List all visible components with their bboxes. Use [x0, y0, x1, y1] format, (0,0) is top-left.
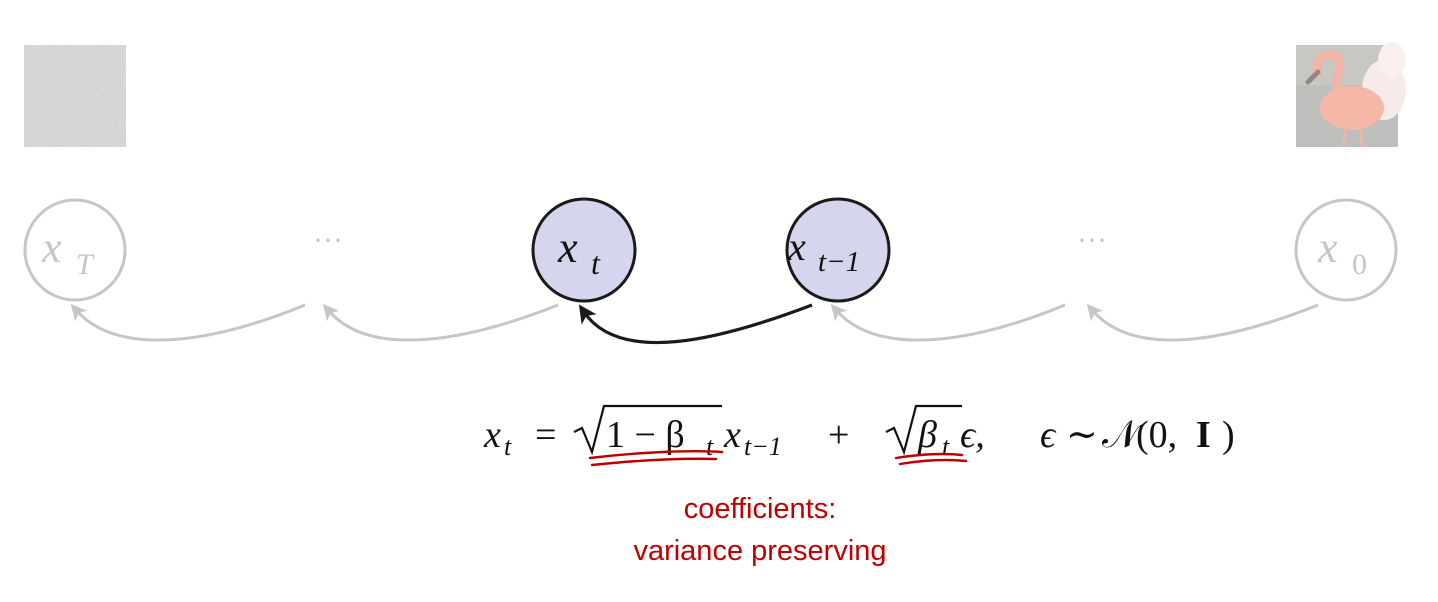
- arrow-dots-left-to-xT: [70, 303, 306, 342]
- eq-normal-close: ): [1222, 414, 1235, 456]
- node-xT-base: x: [41, 223, 62, 272]
- arrow-xt-to-dots-left: [322, 303, 559, 342]
- coefficient-underlines: [588, 450, 968, 467]
- arrow-xtm1-to-xt: [578, 303, 813, 345]
- eq-sqrt1-content: 1 − β: [606, 414, 685, 456]
- eq-noise-eps: ϵ: [1040, 414, 1057, 456]
- node-x0: x 0: [1294, 198, 1398, 302]
- eq-normal-open: (0,: [1136, 414, 1177, 456]
- node-xt-base: x: [557, 223, 578, 272]
- arrow-x0-to-dots-right: [1086, 303, 1319, 342]
- eq-term1: x: [723, 414, 741, 456]
- eq-normal: 𝒩: [1102, 414, 1144, 456]
- node-xt: x t: [531, 197, 637, 303]
- node-xT: x T: [23, 198, 127, 302]
- underline-sqrt1: [588, 450, 724, 467]
- eq-sqrt1-sub: t: [706, 432, 714, 461]
- dots-left: ···: [313, 224, 343, 257]
- arrow-dots-right-to-xtm1: [830, 303, 1066, 342]
- node-x0-sub: 0: [1352, 248, 1367, 281]
- eq-plus: +: [828, 414, 849, 456]
- underline-sqrt2: [894, 452, 968, 466]
- node-xT-sub: T: [76, 248, 95, 281]
- eq-lhs: x: [483, 414, 501, 456]
- eq-equals: =: [535, 414, 556, 456]
- node-xtm1-base: x: [787, 224, 806, 269]
- annotation-line1: coefficients:: [683, 493, 837, 525]
- node-xtm1: x t−1: [785, 197, 891, 303]
- eq-sqrt2-sub: t: [942, 432, 950, 461]
- noise-image: [24, 45, 126, 147]
- sqrt2-radical: [885, 404, 962, 456]
- eq-term1-sub: t−1: [744, 432, 782, 461]
- node-xtm1-sub: t−1: [818, 246, 860, 278]
- annotation-line2: variance preserving: [633, 535, 887, 567]
- forward-equation: x t = 1 − β t x t−1 + β t ϵ, ϵ ∼ 𝒩 (0, I…: [483, 404, 1235, 461]
- node-x0-base: x: [1317, 223, 1338, 272]
- sqrt1-radical: [573, 404, 722, 456]
- dots-right: ···: [1077, 224, 1107, 257]
- eq-lhs-sub: t: [504, 432, 512, 461]
- node-xt-sub: t: [591, 245, 601, 281]
- eq-identity: I: [1196, 414, 1211, 456]
- flamingo-image: [1296, 42, 1406, 148]
- eq-eps: ϵ,: [960, 414, 985, 456]
- eq-sim: ∼: [1066, 414, 1098, 456]
- eq-sqrt2-content: β: [917, 414, 937, 456]
